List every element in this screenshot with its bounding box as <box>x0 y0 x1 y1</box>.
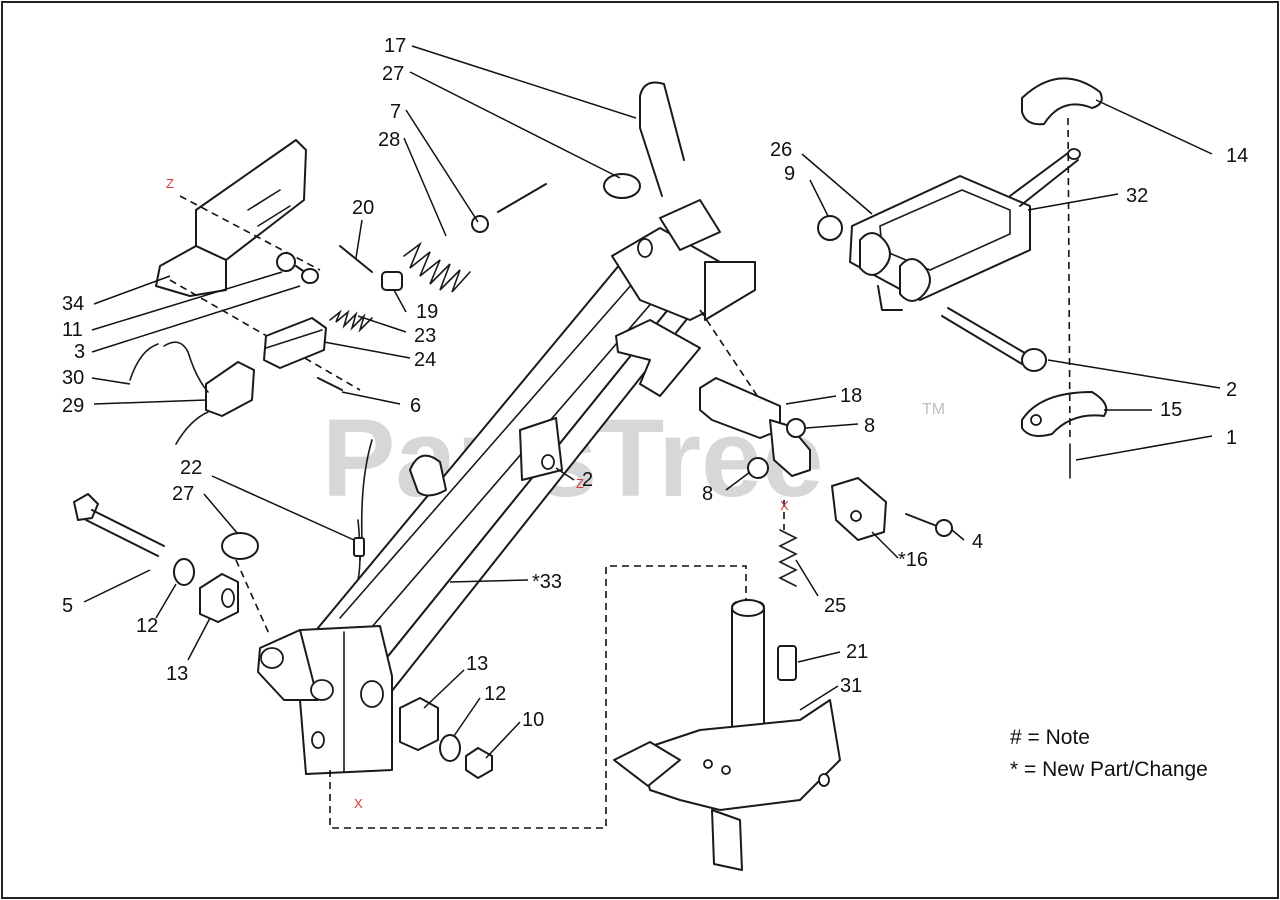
callout-22: 22 <box>180 457 202 479</box>
cable-end-part <box>353 537 365 557</box>
small-spring-part <box>329 309 373 333</box>
extension-spring-part <box>778 529 798 587</box>
flat-washer-part <box>173 558 195 586</box>
spacer-part <box>199 573 239 623</box>
callout-10: 10 <box>522 709 544 731</box>
pin-part <box>339 245 373 273</box>
legend-note: # = Note <box>1010 726 1090 749</box>
pivot-post-part <box>613 599 841 871</box>
grommet-part <box>221 532 259 560</box>
callout-33: *33 <box>532 571 562 593</box>
callout-25: 25 <box>824 595 846 617</box>
cable-routing-line <box>329 565 747 829</box>
rod-end-part <box>497 183 547 213</box>
callout-12: 12 <box>484 683 506 705</box>
callout-13: 13 <box>166 663 188 685</box>
legend-new-part: * = New Part/Change <box>1010 758 1208 781</box>
callout-28: 28 <box>378 129 400 151</box>
assembly-axis-line <box>235 559 271 637</box>
callout-17: 17 <box>384 35 406 57</box>
hex-bolt-part <box>73 493 165 557</box>
nut-part <box>747 457 769 479</box>
callout-27: 27 <box>172 483 194 505</box>
reference-mark-z: Z <box>166 176 174 191</box>
callout-15: 15 <box>1160 399 1182 421</box>
wire-harness-part <box>129 341 255 445</box>
callout-26: 26 <box>770 139 792 161</box>
switch-bracket-part <box>155 139 307 297</box>
handle-knob-part <box>1021 77 1103 126</box>
callout-6: 6 <box>410 395 421 417</box>
callout-8: 8 <box>864 415 875 437</box>
callout-24: 24 <box>414 349 436 371</box>
callout-29: 29 <box>62 395 84 417</box>
callout-7: 7 <box>390 101 401 123</box>
u-bolt-part <box>639 81 685 197</box>
reference-mark-x: X <box>354 796 363 811</box>
callout-2: 2 <box>582 469 593 491</box>
callout-34: 34 <box>62 293 84 315</box>
washer-part <box>471 215 489 233</box>
lift-lever-assembly-part <box>849 148 1081 311</box>
callout-5: 5 <box>62 595 73 617</box>
assembly-axis-line <box>699 309 761 401</box>
nut-part <box>935 519 953 537</box>
hex-nut-part <box>817 215 843 241</box>
linkage-plate-part <box>831 477 887 541</box>
callout-9: 9 <box>784 163 795 185</box>
callout-4: 4 <box>972 531 983 553</box>
safety-switch-part <box>263 317 327 369</box>
main-tube-part <box>257 199 756 775</box>
callout-27: 27 <box>382 63 404 85</box>
screw-part <box>317 377 343 391</box>
screw-part <box>276 252 319 284</box>
callout-32: 32 <box>1126 185 1148 207</box>
callout-21: 21 <box>846 641 868 663</box>
callout-23: 23 <box>414 325 436 347</box>
nut-part <box>786 418 806 438</box>
callout-labels: 17 27 7 28 20 34 11 3 30 29 19 23 24 6 2… <box>62 35 1248 731</box>
pivot-bracket-part <box>1021 391 1108 437</box>
assembly-axis-line <box>169 279 361 391</box>
watermark-trademark: TM <box>922 401 945 418</box>
flat-washer-part <box>439 734 461 762</box>
pin-part <box>777 645 797 681</box>
callout-18: 18 <box>840 385 862 407</box>
callout-13: 13 <box>466 653 488 675</box>
lock-nut-part <box>465 747 493 779</box>
callout-2: 2 <box>1226 379 1237 401</box>
callout-leaders <box>83 45 1221 759</box>
callout-19: 19 <box>416 301 438 323</box>
callout-31: 31 <box>840 675 862 697</box>
callout-3: 3 <box>74 341 85 363</box>
compression-spring-part <box>403 241 471 293</box>
callout-1: 1 <box>1226 427 1237 449</box>
callout-12: 12 <box>136 615 158 637</box>
carriage-bolt-part <box>941 307 1047 372</box>
callout-14: 14 <box>1226 145 1248 167</box>
callout-11: 11 <box>62 319 83 341</box>
grommet-part <box>603 173 641 199</box>
callout-8: 8 <box>702 483 713 505</box>
reference-mark-x: X <box>780 498 789 513</box>
reference-mark-z: Z <box>576 476 584 491</box>
callout-20: 20 <box>352 197 374 219</box>
bracket-part <box>699 377 811 477</box>
assembly-axis-line <box>1067 117 1071 441</box>
assembly-axis-line <box>179 195 321 271</box>
spring-retainer-part <box>381 271 403 291</box>
spacer-part <box>399 697 439 751</box>
callout-16: *16 <box>898 549 928 571</box>
callout-30: 30 <box>62 367 84 389</box>
